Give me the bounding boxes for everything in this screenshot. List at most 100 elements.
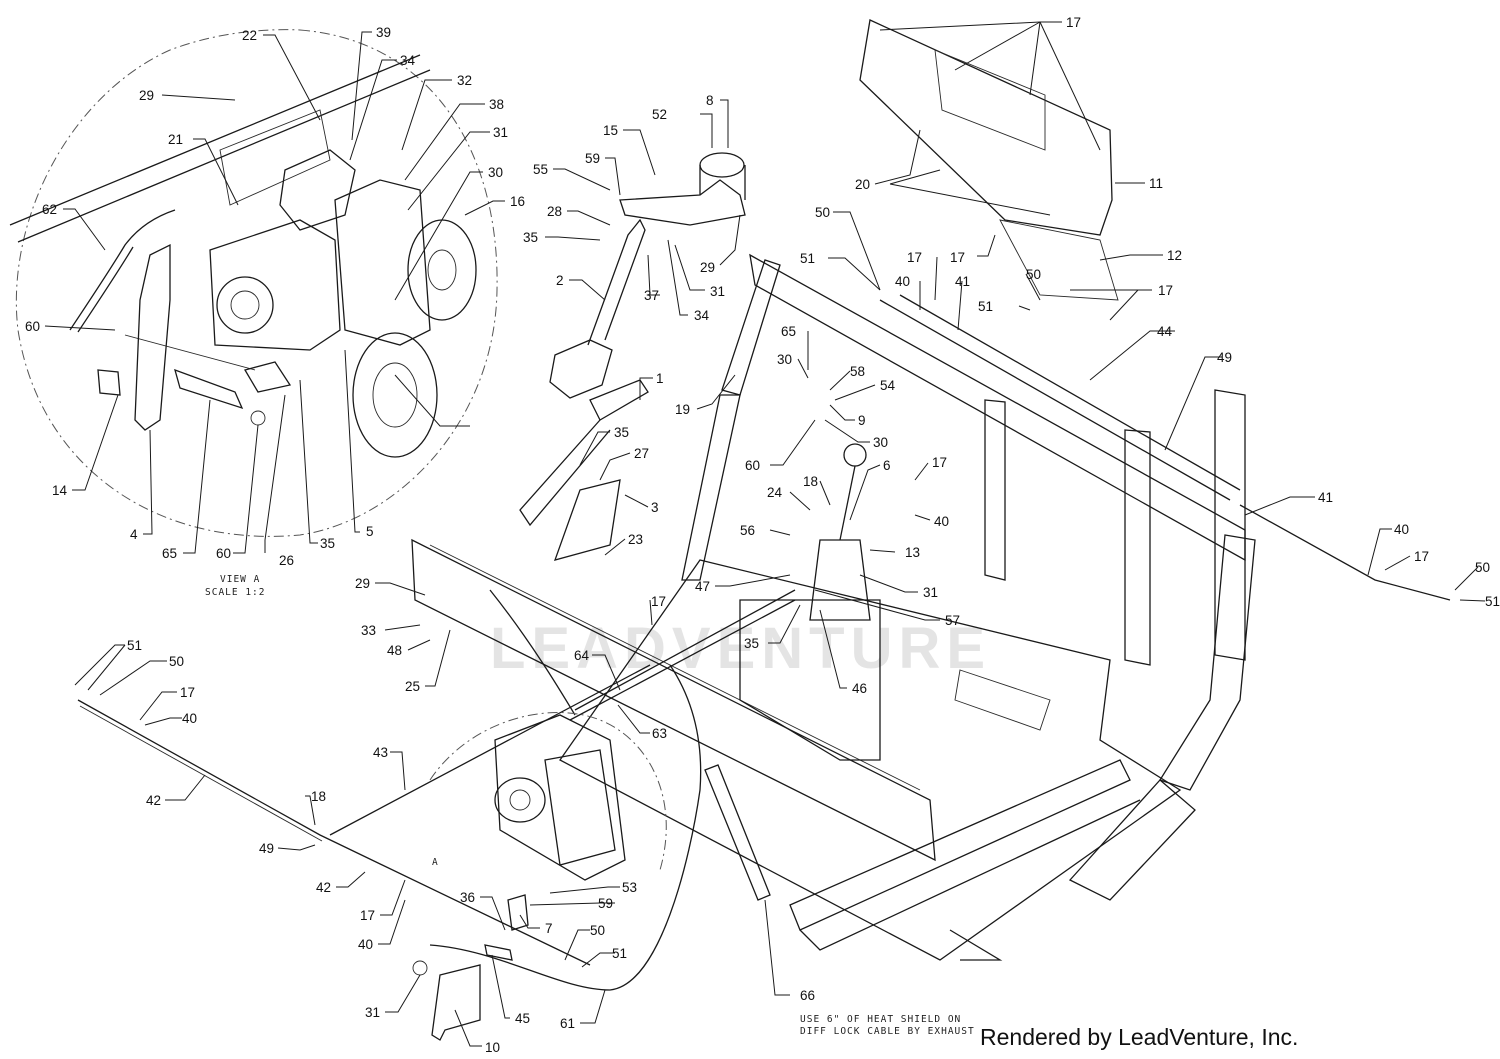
callout-55[interactable]: 55 — [533, 162, 548, 177]
callout-65[interactable]: 65 — [781, 324, 796, 339]
callout-50[interactable]: 50 — [590, 923, 605, 938]
callout-31[interactable]: 31 — [923, 585, 938, 600]
callout-25[interactable]: 25 — [405, 679, 420, 694]
callout-43[interactable]: 43 — [373, 745, 388, 760]
callout-58[interactable]: 58 — [850, 364, 865, 379]
callout-51[interactable]: 51 — [800, 251, 815, 266]
callout-20[interactable]: 20 — [855, 177, 870, 192]
callout-12[interactable]: 12 — [1167, 248, 1182, 263]
callout-11[interactable]: 11 — [1149, 176, 1163, 191]
callout-17[interactable]: 17 — [950, 250, 965, 265]
callout-66[interactable]: 66 — [800, 988, 815, 1003]
callout-10[interactable]: 10 — [485, 1040, 500, 1055]
callout-30[interactable]: 30 — [873, 435, 888, 450]
callout-62[interactable]: 62 — [42, 202, 57, 217]
callout-48[interactable]: 48 — [387, 643, 402, 658]
callout-40[interactable]: 40 — [1394, 522, 1409, 537]
callout-13[interactable]: 13 — [905, 545, 920, 560]
callout-28[interactable]: 28 — [547, 204, 562, 219]
callout-35[interactable]: 35 — [320, 536, 335, 551]
callout-29[interactable]: 29 — [355, 576, 370, 591]
callout-57[interactable]: 57 — [945, 613, 960, 628]
callout-50[interactable]: 50 — [815, 205, 830, 220]
callout-17[interactable]: 17 — [932, 455, 947, 470]
callout-31[interactable]: 31 — [493, 125, 508, 140]
callout-54[interactable]: 54 — [880, 378, 896, 393]
callout-17[interactable]: 17 — [360, 908, 375, 923]
callout-60[interactable]: 60 — [745, 458, 760, 473]
callout-50[interactable]: 50 — [1475, 560, 1490, 575]
callout-32[interactable]: 32 — [457, 73, 472, 88]
callout-65[interactable]: 65 — [162, 546, 177, 561]
callout-15[interactable]: 15 — [603, 123, 618, 138]
callout-14[interactable]: 14 — [52, 483, 68, 498]
callout-17[interactable]: 17 — [1066, 15, 1081, 30]
callout-59[interactable]: 59 — [598, 896, 613, 911]
callout-29[interactable]: 29 — [139, 88, 154, 103]
callout-19[interactable]: 19 — [675, 402, 690, 417]
callout-52[interactable]: 52 — [652, 107, 667, 122]
callout-6[interactable]: 6 — [883, 458, 891, 473]
callout-17[interactable]: 17 — [907, 250, 922, 265]
callout-2[interactable]: 2 — [556, 273, 564, 288]
callout-35[interactable]: 35 — [523, 230, 538, 245]
callout-18[interactable]: 18 — [803, 474, 818, 489]
callout-17[interactable]: 17 — [1414, 549, 1429, 564]
callout-17[interactable]: 17 — [180, 685, 195, 700]
callout-5[interactable]: 5 — [366, 524, 374, 539]
callout-51[interactable]: 51 — [1485, 594, 1500, 609]
callout-18[interactable]: 18 — [311, 789, 326, 804]
callout-37[interactable]: 37 — [644, 288, 659, 303]
callout-36[interactable]: 36 — [460, 890, 475, 905]
callout-40[interactable]: 40 — [895, 274, 910, 289]
callout-21[interactable]: 21 — [168, 132, 183, 147]
callout-26[interactable]: 26 — [279, 553, 294, 568]
callout-51[interactable]: 51 — [127, 638, 142, 653]
callout-47[interactable]: 47 — [695, 579, 710, 594]
callout-46[interactable]: 46 — [852, 681, 867, 696]
callout-56[interactable]: 56 — [740, 523, 755, 538]
callout-42[interactable]: 42 — [316, 880, 331, 895]
callout-49[interactable]: 49 — [259, 841, 274, 856]
callout-40[interactable]: 40 — [182, 711, 197, 726]
callout-1[interactable]: 1 — [656, 371, 664, 386]
callout-30[interactable]: 30 — [777, 352, 792, 367]
callout-17[interactable]: 17 — [1158, 283, 1173, 298]
callout-16[interactable]: 16 — [510, 194, 525, 209]
callout-60[interactable]: 60 — [25, 319, 40, 334]
callout-24[interactable]: 24 — [767, 485, 783, 500]
callout-61[interactable]: 61 — [560, 1016, 575, 1031]
callout-31[interactable]: 31 — [710, 284, 725, 299]
callout-17[interactable]: 17 — [651, 594, 666, 609]
callout-34[interactable]: 34 — [694, 308, 710, 323]
callout-22[interactable]: 22 — [242, 28, 257, 43]
callout-34[interactable]: 34 — [400, 53, 416, 68]
callout-31[interactable]: 31 — [365, 1005, 380, 1020]
callout-53[interactable]: 53 — [622, 880, 637, 895]
callout-9[interactable]: 9 — [858, 413, 866, 428]
callout-63[interactable]: 63 — [652, 726, 667, 741]
callout-27[interactable]: 27 — [634, 446, 649, 461]
callout-23[interactable]: 23 — [628, 532, 643, 547]
callout-38[interactable]: 38 — [489, 97, 504, 112]
callout-7[interactable]: 7 — [545, 921, 553, 936]
callout-41[interactable]: 41 — [955, 274, 970, 289]
callout-40[interactable]: 40 — [358, 937, 373, 952]
callout-30[interactable]: 30 — [488, 165, 503, 180]
callout-45[interactable]: 45 — [515, 1011, 530, 1026]
callout-59[interactable]: 59 — [585, 151, 600, 166]
callout-35[interactable]: 35 — [744, 636, 759, 651]
callout-50[interactable]: 50 — [169, 654, 184, 669]
callout-41[interactable]: 41 — [1318, 490, 1333, 505]
callout-8[interactable]: 8 — [706, 93, 714, 108]
callout-51[interactable]: 51 — [978, 299, 993, 314]
callout-44[interactable]: 44 — [1157, 324, 1173, 339]
callout-51[interactable]: 51 — [612, 946, 627, 961]
callout-50[interactable]: 50 — [1026, 267, 1041, 282]
callout-42[interactable]: 42 — [146, 793, 161, 808]
callout-29[interactable]: 29 — [700, 260, 715, 275]
callout-40[interactable]: 40 — [934, 514, 949, 529]
callout-35[interactable]: 35 — [614, 425, 629, 440]
callout-49[interactable]: 49 — [1217, 350, 1232, 365]
callout-60[interactable]: 60 — [216, 546, 231, 561]
